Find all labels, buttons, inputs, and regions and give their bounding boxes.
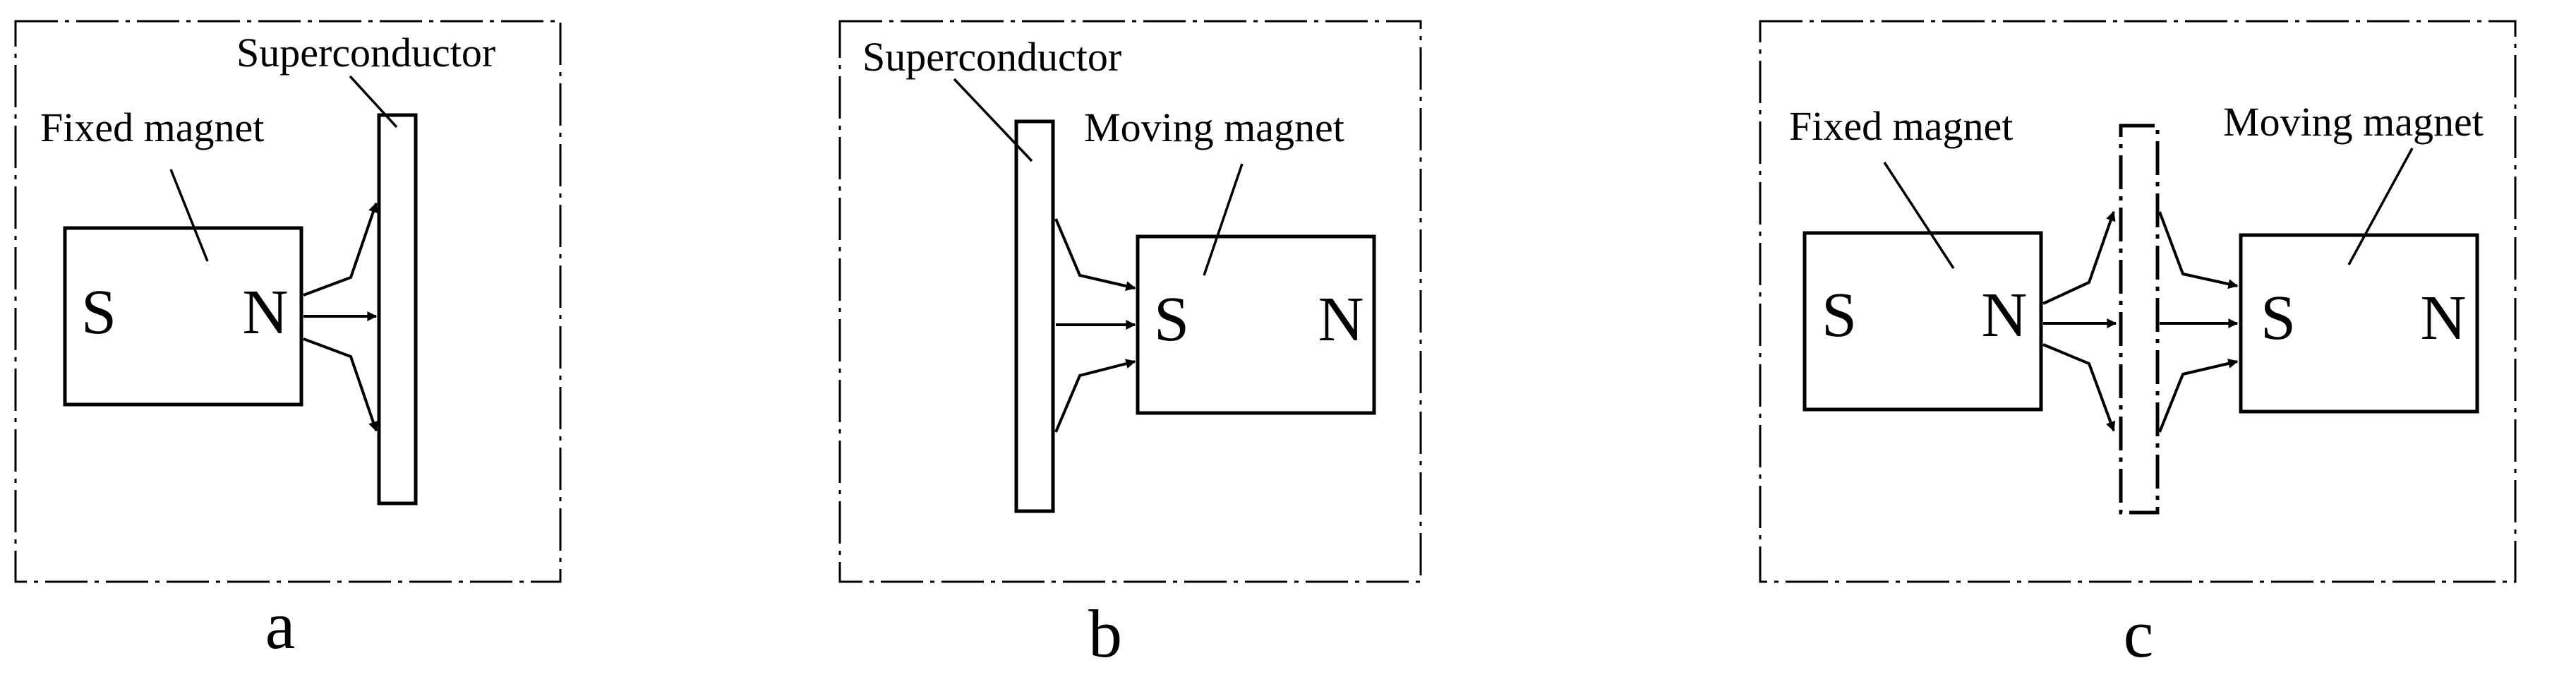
panel-a-frame bbox=[14, 20, 562, 583]
moving-magnet-label: Moving magnet bbox=[1084, 104, 1344, 150]
superconductor-plate bbox=[2119, 124, 2160, 515]
moving-magnet-pole-s: S bbox=[2261, 283, 2296, 353]
flux-arrow-down bbox=[1054, 359, 1136, 433]
flux-arrow-down-left bbox=[2042, 343, 2116, 432]
panel-c: S N S N Fixed magnet Moving magnet c bbox=[1759, 20, 2517, 671]
panel-a: S N Fixed magnet Superconductor a bbox=[14, 20, 562, 663]
superconductor-plate bbox=[1014, 119, 1055, 513]
moving-magnet-label: Moving magnet bbox=[2223, 99, 2484, 145]
flux-arrow-up-left bbox=[2042, 210, 2116, 305]
fixed-magnet-pole-n: N bbox=[1982, 280, 2028, 350]
fixed-magnet-leader bbox=[1883, 162, 1955, 269]
superconductor-leader bbox=[953, 78, 1033, 162]
moving-magnet-pole-n: N bbox=[2421, 283, 2467, 353]
fixed-magnet-label: Fixed magnet bbox=[40, 104, 264, 150]
superconductor-leader bbox=[349, 75, 398, 128]
moving-magnet-pole-n: N bbox=[1318, 285, 1364, 354]
moving-magnet-leader bbox=[2347, 148, 2414, 265]
fixed-magnet bbox=[1802, 231, 2043, 412]
panel-c-frame bbox=[1759, 20, 2517, 583]
panel-a-caption: a bbox=[265, 587, 296, 663]
panel-b: S N Superconductor Moving magnet b bbox=[838, 20, 1422, 671]
fixed-magnet-pole-s: S bbox=[1822, 280, 1857, 350]
fixed-magnet-pole-n: N bbox=[243, 277, 289, 347]
flux-arrow-up bbox=[303, 202, 378, 297]
flux-arrow-up bbox=[1054, 218, 1136, 291]
panel-b-frame bbox=[838, 20, 1422, 583]
superconductor-plate bbox=[377, 113, 418, 505]
fixed-magnet bbox=[63, 226, 303, 407]
panel-b-caption: b bbox=[1088, 596, 1122, 671]
moving-magnet bbox=[1136, 234, 1376, 415]
superconductor-label: Superconductor bbox=[236, 30, 495, 76]
moving-magnet bbox=[2239, 233, 2479, 414]
flux-arrow-down bbox=[303, 337, 378, 432]
flux-arrow-up-right bbox=[2158, 211, 2239, 289]
moving-magnet-pole-s: S bbox=[1154, 285, 1189, 354]
moving-magnet-leader bbox=[1203, 163, 1244, 276]
superconductor-label: Superconductor bbox=[862, 34, 1121, 80]
fixed-magnet-leader bbox=[169, 169, 209, 262]
flux-arrow-down-right bbox=[2158, 359, 2239, 433]
panel-c-caption: c bbox=[2124, 596, 2154, 671]
fixed-magnet-label: Fixed magnet bbox=[1789, 103, 2013, 149]
fixed-magnet-pole-s: S bbox=[81, 277, 116, 347]
